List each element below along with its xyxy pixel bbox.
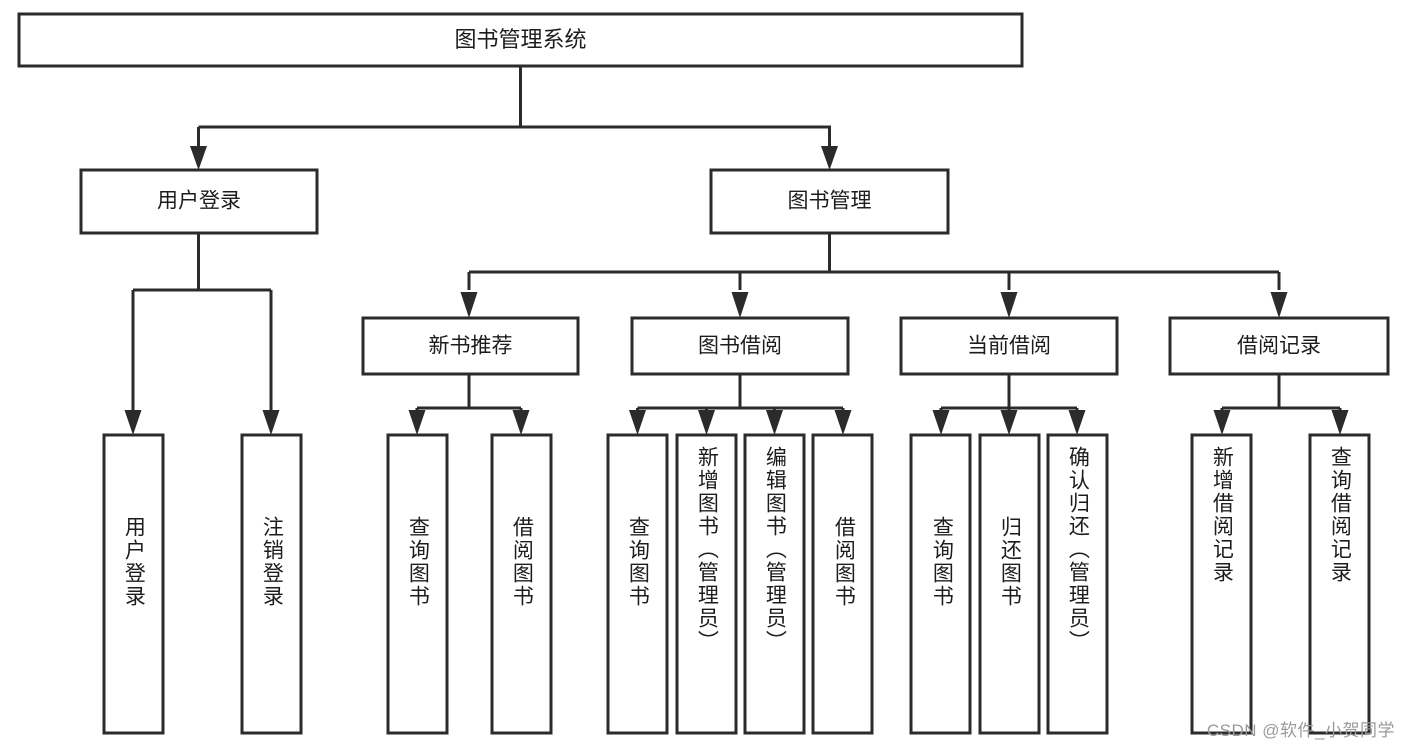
leaf-query-book-3-box[interactable] (909, 433, 972, 735)
node-book-management-box[interactable] (709, 168, 950, 235)
connector-user-login-to-leaves (131, 233, 273, 414)
node-current-borrow-label: 当前借阅 (967, 335, 1051, 358)
node-user-login-label: 用户登录 (157, 190, 241, 213)
leaf-user-login-box[interactable] (102, 433, 165, 735)
arrow-into-leaf-borrow-book-2 (834, 410, 852, 435)
arrow-into-leaf-query-book-2 (629, 410, 646, 435)
leaf-logout-box[interactable] (240, 433, 303, 735)
leaf-add-record-box[interactable] (1190, 433, 1253, 735)
leaf-edit-book-box[interactable] (743, 433, 806, 735)
arrow-into-leaf-query-book-1 (408, 410, 426, 435)
arrow-into-leaf-return-book (1000, 410, 1018, 435)
node-new-book-recommend-label: 新书推荐 (429, 335, 513, 358)
arrow-into-borrow-record (1270, 292, 1288, 318)
leaf-return-book-box[interactable] (978, 433, 1041, 735)
arrow-into-user-login (190, 146, 207, 170)
arrow-into-current-borrow (1000, 292, 1018, 318)
connector-root-to-level2-bus (197, 66, 831, 154)
node-borrow-record-box[interactable] (1168, 316, 1390, 376)
node-book-management-label: 图书管理 (788, 190, 872, 213)
arrow-into-leaf-logout (262, 410, 280, 435)
arrow-into-book-management (821, 146, 838, 170)
node-new-book-recommend-box[interactable] (361, 316, 580, 376)
connector-book-borrow-to-leaves (636, 374, 845, 414)
node-current-borrow-box[interactable] (899, 316, 1119, 376)
arrow-into-leaf-query-book-3 (932, 410, 950, 435)
node-user-login-box[interactable] (79, 168, 319, 235)
arrow-into-leaf-borrow-book-1 (512, 410, 530, 435)
arrow-into-leaf-add-record (1213, 410, 1231, 435)
connector-current-borrow-to-leaves (939, 374, 1079, 414)
arrow-into-leaf-add-book (698, 410, 715, 435)
connector-borrow-record-to-leaves (1220, 374, 1342, 414)
leaf-query-record-box[interactable] (1308, 433, 1371, 735)
arrow-into-leaf-query-record (1331, 410, 1349, 435)
connector-book-management-to-level3-bus (467, 233, 1281, 290)
leaf-query-book-1-box[interactable] (386, 433, 449, 735)
arrow-into-book-borrow (731, 292, 749, 318)
node-root-label: 图书管理系统 (454, 27, 586, 52)
arrow-into-leaf-confirm-return (1068, 410, 1086, 435)
connector-new-book-recommend-to-leaves (415, 374, 523, 414)
node-book-borrow-box[interactable] (630, 316, 850, 376)
node-borrow-record-label: 借阅记录 (1237, 335, 1321, 358)
leaf-borrow-book-1-box[interactable] (490, 433, 553, 735)
leaf-query-book-2-box[interactable] (606, 433, 669, 735)
arrow-into-leaf-user-login (124, 410, 142, 435)
leaf-add-book-box[interactable] (675, 433, 738, 735)
leaf-borrow-book-2-box[interactable] (811, 433, 874, 735)
arrow-into-new-book-recommend (460, 292, 478, 318)
node-root-box[interactable] (17, 12, 1024, 68)
arrow-into-leaf-edit-book (766, 410, 783, 435)
watermark-text: CSDN @软件_小贺同学 (1206, 721, 1395, 740)
leaf-confirm-return-box[interactable] (1046, 433, 1109, 735)
node-book-borrow-label: 图书借阅 (698, 335, 782, 358)
